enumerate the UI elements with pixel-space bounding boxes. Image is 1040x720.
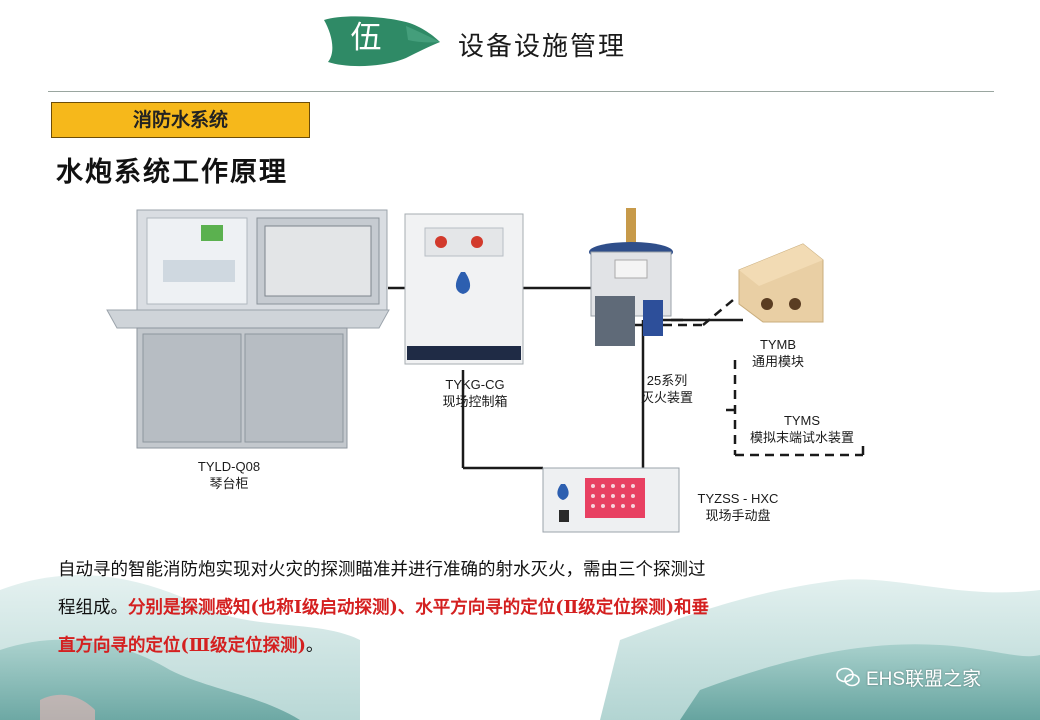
paragraph-line-1: 自动寻的智能消防炮实现对火灾的探测瞄准并进行准确的射水灭火，需由三个探测过 (58, 560, 706, 580)
paragraph-line-2-highlight: 分别是探测感知(也称Ⅰ级启动探测)、水平方向寻的定位(Ⅱ级定位探测)和垂 (128, 598, 710, 618)
system-diagram: TYLD-Q08 琴台柜 TYKG-CG 现场控制箱 25系列 灭火装置 TYM… (103, 200, 898, 547)
watermark: EHS联盟之家 (836, 664, 981, 690)
paragraph-line-2-normal: 程组成。 (58, 598, 128, 618)
local-control-box (404, 213, 524, 365)
label-25series-code: 25系列 (646, 373, 688, 388)
paragraph-line-3-end: 。 (305, 636, 324, 656)
wechat-icon (836, 667, 860, 687)
label-tyms-code: TYMS (783, 413, 821, 428)
label-tyzss: TYZSS - HXC 现场手动盘 (683, 490, 793, 524)
topic-tag: 消防水系统 (51, 102, 310, 138)
label-tymb-name: 通用模块 (751, 354, 804, 369)
diagram-drawing (106, 208, 865, 533)
label-tyms: TYMS 模拟末端试水装置 (727, 412, 877, 446)
module-box (738, 243, 824, 323)
label-25series: 25系列 灭火装置 (627, 372, 707, 406)
label-25series-name: 灭火装置 (640, 390, 693, 405)
brush-stroke-badge (324, 16, 440, 67)
label-tykg-code: TYKG-CG (445, 377, 505, 392)
section-title: 设备设施管理 (458, 32, 627, 62)
page-heading: 水炮系统工作原理 (56, 157, 288, 188)
watermark-text: EHS联盟之家 (866, 668, 982, 690)
label-tyzss-code: TYZSS - HXC (697, 491, 779, 506)
label-tykg: TYKG-CG 现场控制箱 (425, 376, 525, 410)
paragraph-line-3: 直方向寻的定位(Ⅲ级定位探测)。 (58, 627, 968, 665)
manual-panel (542, 467, 680, 533)
console-cabinet (106, 209, 390, 449)
paragraph-line-3-highlight: 直方向寻的定位(Ⅲ级定位探测) (58, 636, 306, 656)
paragraph-line-2: 程组成。分别是探测感知(也称Ⅰ级启动探测)、水平方向寻的定位(Ⅱ级定位探测)和垂 (58, 589, 968, 627)
label-tyld: TYLD-Q08 琴台柜 (179, 458, 279, 492)
mountain-decoration (0, 575, 1040, 720)
fire-cannon-device (589, 208, 673, 346)
label-tyld-code: TYLD-Q08 (197, 459, 261, 474)
section-number-badge: 伍 (350, 20, 382, 56)
header-divider (48, 91, 994, 92)
description-paragraph: 自动寻的智能消防炮实现对火灾的探测瞄准并进行准确的射水灭火，需由三个探测过 程组… (58, 551, 968, 665)
label-tymb-code: TYMB (759, 337, 797, 352)
label-tymb: TYMB 通用模块 (743, 336, 813, 370)
label-tyld-name: 琴台柜 (209, 476, 249, 491)
label-tyms-name: 模拟末端试水装置 (749, 430, 854, 445)
label-tykg-name: 现场控制箱 (442, 394, 508, 409)
label-tyzss-name: 现场手动盘 (705, 508, 771, 523)
